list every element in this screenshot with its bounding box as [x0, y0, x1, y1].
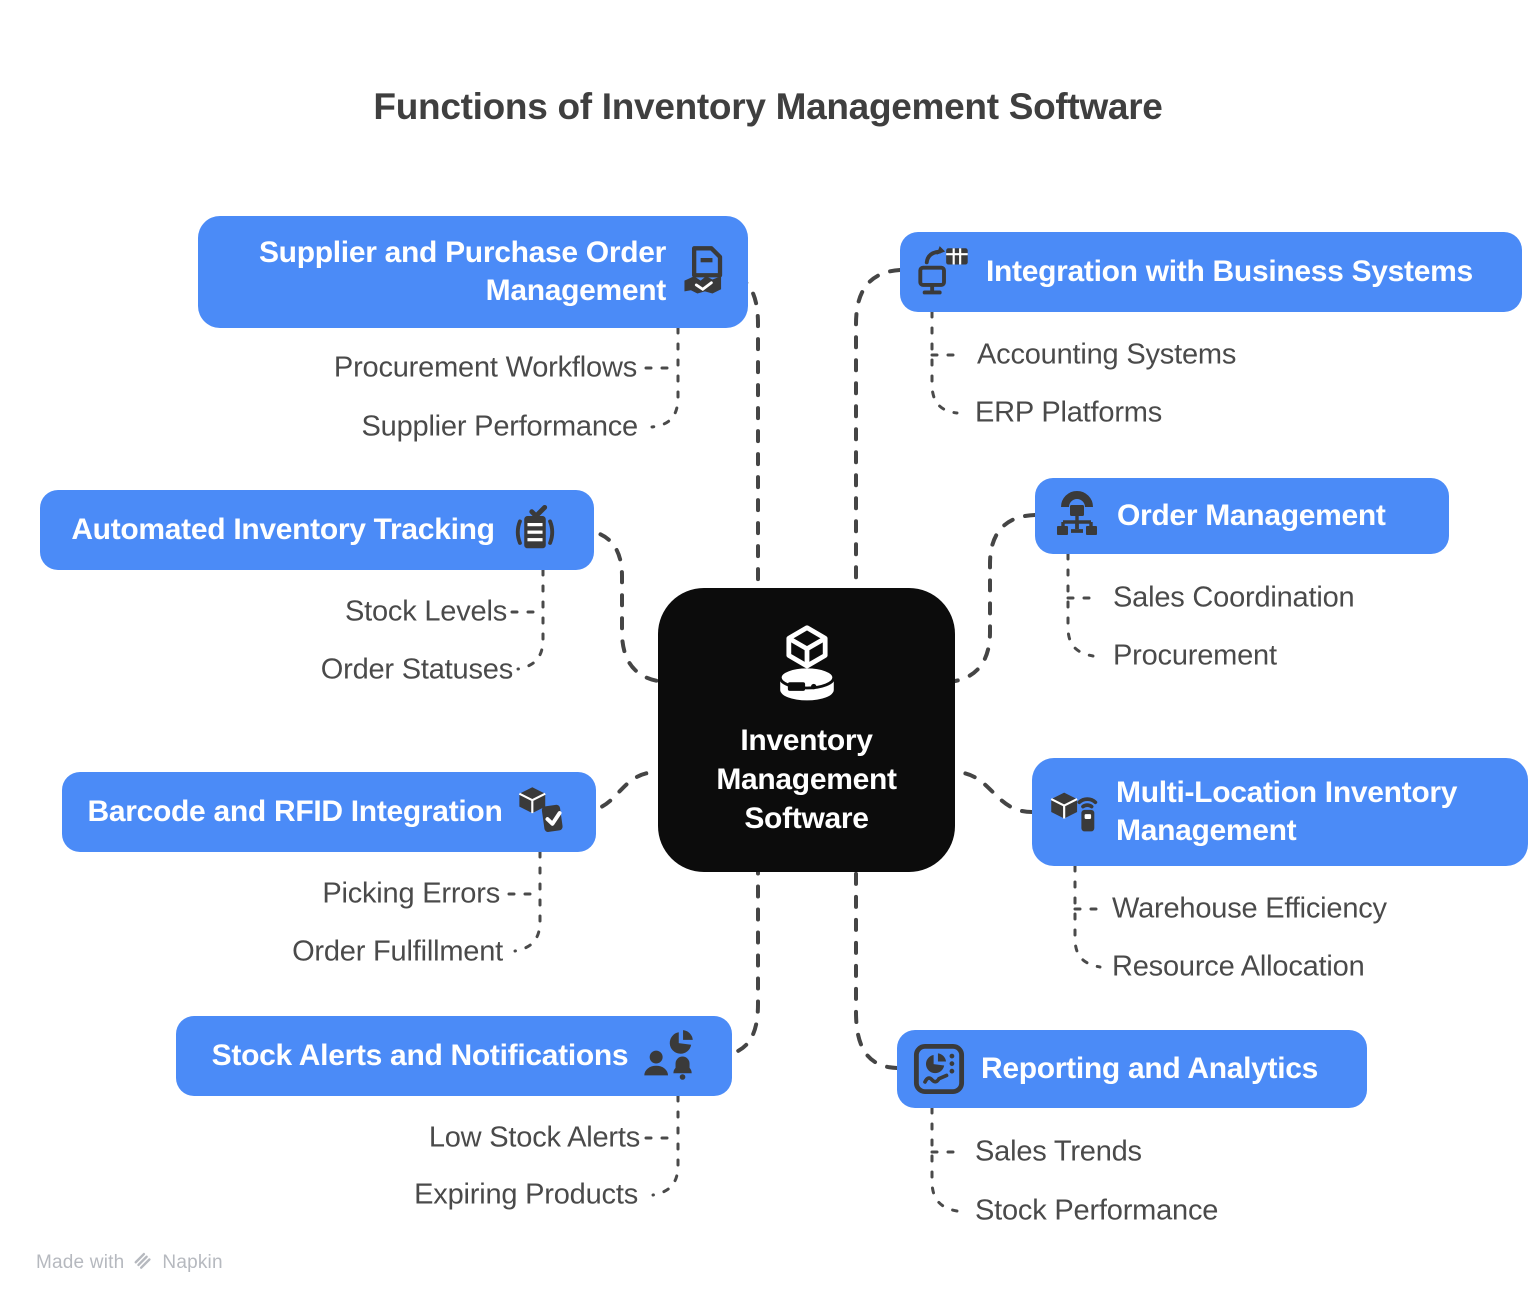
center-label-line: Software [744, 802, 869, 835]
sub-item-low-stock-alerts: Low Stock Alerts [428, 1121, 640, 1154]
node-barcode-rfid: Barcode and RFID Integration [62, 772, 596, 852]
sub-item-resource-allocation: Resource Allocation [1112, 950, 1365, 983]
node-label: Integration with Business Systems [986, 254, 1473, 288]
sub-item-sales-coordination: Sales Coordination [1113, 581, 1355, 614]
node-label: Stock Alerts and Notifications [211, 1038, 629, 1072]
node-label: Reporting and Analytics [981, 1051, 1319, 1085]
node-reporting-analytics: Reporting and Analytics [897, 1030, 1367, 1108]
sub-item-procurement: Procurement [1113, 639, 1277, 672]
cube-mobile-wifi-icon [1048, 784, 1104, 840]
node-label: Supplier and Purchase Order Management [258, 235, 666, 307]
inventory-stack-icon [761, 622, 853, 715]
cube-scanner-check-icon [514, 784, 570, 840]
node-multi-location: Multi-Location Inventory Management [1032, 758, 1528, 866]
sub-item-picking-errors: Picking Errors [322, 877, 500, 910]
sub-item-accounting-systems: Accounting Systems [977, 338, 1237, 371]
node-label: Automated Inventory Tracking [71, 512, 495, 546]
person-bell-pie-icon [640, 1028, 696, 1084]
node-order-management: Order Management [1035, 478, 1449, 554]
sub-connectors [507, 310, 1108, 1213]
sub-item-warehouse-efficiency: Warehouse Efficiency [1112, 892, 1387, 925]
sub-item-sales-trends: Sales Trends [975, 1135, 1142, 1168]
node-label: Barcode and RFID Integration [87, 794, 503, 828]
node-label: Multi-Location Inventory Management [1116, 775, 1458, 847]
sub-item-order-statuses: Order Statuses [320, 653, 513, 686]
document-handshake-icon [678, 244, 734, 300]
subline-integration-stem [930, 310, 959, 415]
made-with-napkin-footer: Made with Napkin [36, 1250, 223, 1275]
dashboard-pie-chart-icon [911, 1041, 967, 1097]
connector-multiloc [953, 770, 1034, 814]
footer-made-with-text: Made with [36, 1251, 125, 1273]
center-node-label: Inventory Management Software [716, 721, 897, 838]
footer-brand-text: Napkin [162, 1251, 223, 1273]
hierarchy-network-icon [1051, 490, 1103, 542]
checklist-stack-icon [507, 502, 563, 558]
sub-item-order-fulfillment: Order Fulfillment [292, 935, 503, 968]
sub-item-stock-performance: Stock Performance [975, 1194, 1219, 1227]
subline-alerts-stem [651, 1094, 680, 1197]
connector-order [953, 513, 1037, 683]
subline-multiloc-stem [1073, 864, 1102, 969]
subline-automated-stem [516, 568, 545, 671]
node-business-integration: Integration with Business Systems [900, 232, 1522, 312]
monitor-sync-table-icon [916, 244, 972, 300]
center-node-inventory-software: Inventory Management Software [658, 588, 955, 872]
node-supplier-purchase-order: Supplier and Purchase Order Management [198, 216, 748, 328]
sub-item-erp-platforms: ERP Platforms [975, 396, 1163, 429]
center-label-line: Management [716, 763, 897, 796]
subline-reporting-stem [930, 1106, 959, 1213]
center-label-line: Inventory [740, 724, 873, 757]
sub-item-supplier-performance: Supplier Performance [361, 410, 639, 443]
subline-order-stem [1066, 552, 1095, 658]
connector-integration [854, 268, 902, 590]
connector-automated [576, 528, 660, 683]
subline-supplier-stem [650, 326, 680, 429]
node-automated-tracking: Automated Inventory Tracking [40, 490, 594, 570]
sub-item-expiring-products: Expiring Products [414, 1178, 638, 1211]
node-label: Order Management [1117, 498, 1386, 532]
node-stock-alerts: Stock Alerts and Notifications [176, 1016, 732, 1096]
subline-barcode-stem [513, 850, 542, 953]
napkin-logo-icon [133, 1250, 153, 1275]
sub-item-procurement-workflows: Procurement Workflows [333, 351, 637, 384]
page-title: Functions of Inventory Management Softwa… [373, 86, 1163, 127]
sub-item-stock-levels: Stock Levels [344, 595, 507, 628]
connector-reporting [854, 870, 899, 1070]
